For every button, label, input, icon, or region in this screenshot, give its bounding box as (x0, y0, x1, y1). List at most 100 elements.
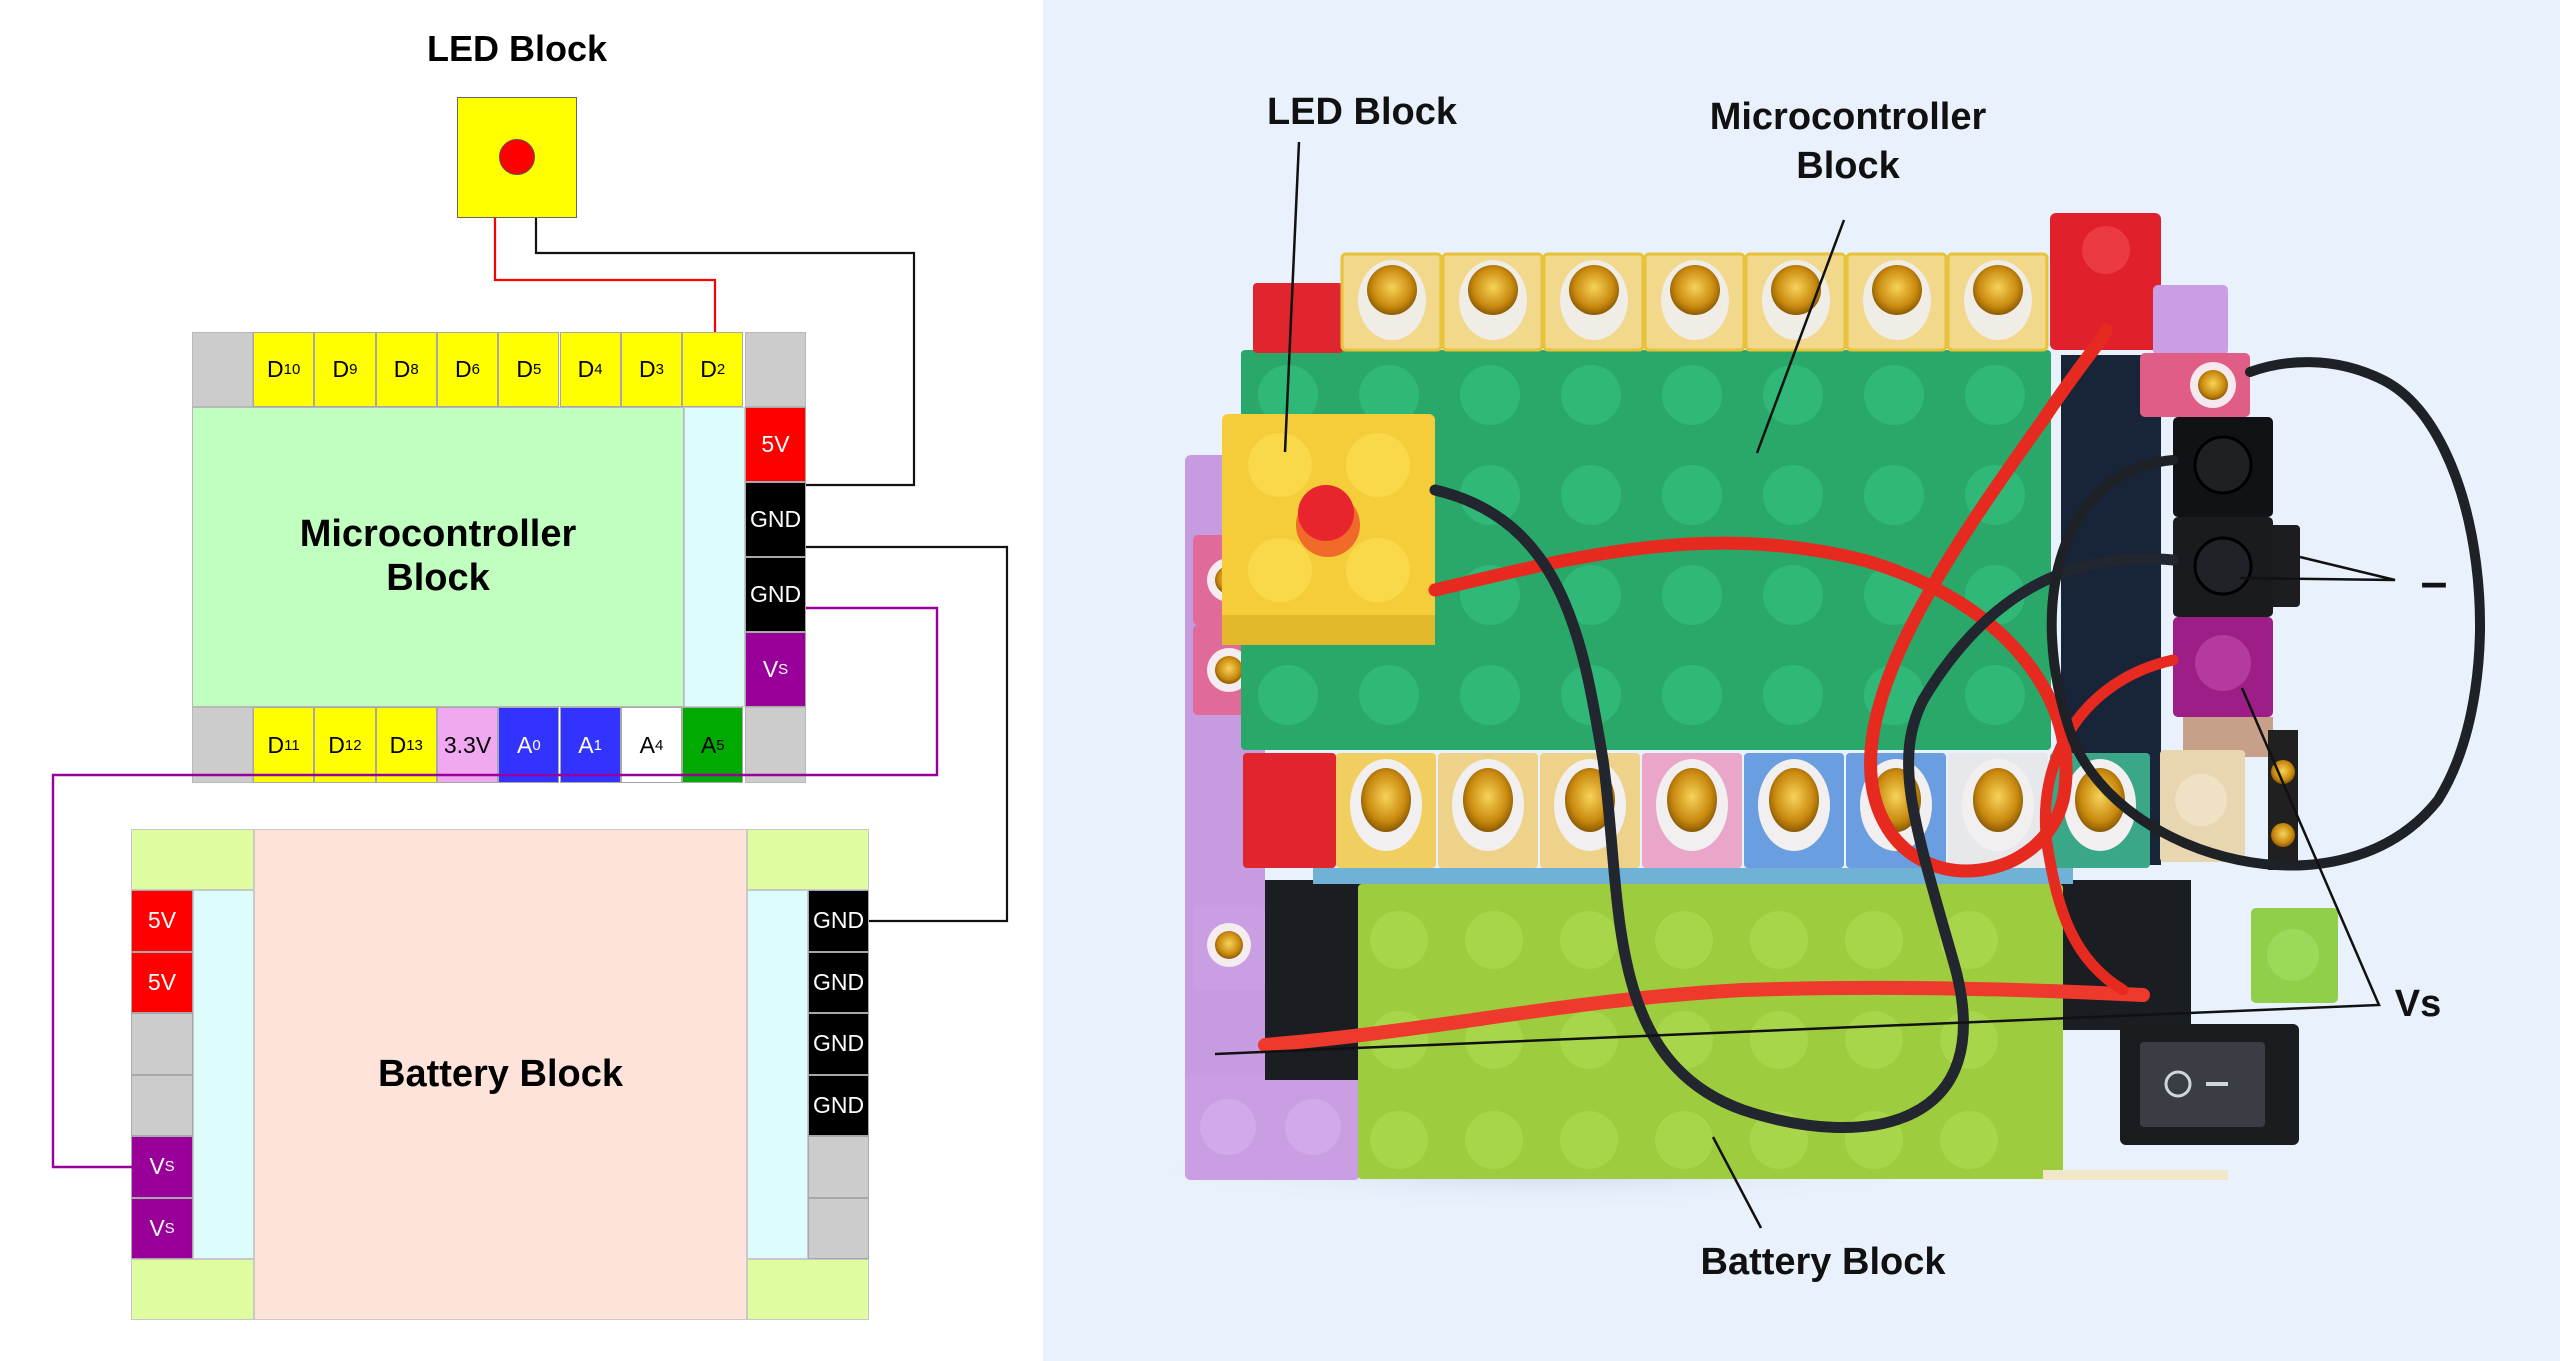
pin-subscript: 11 (284, 736, 300, 754)
vs-leader-line (1214, 687, 2381, 1056)
stud (1763, 465, 1823, 525)
stud (1864, 465, 1924, 525)
pin-empty (131, 1013, 193, 1075)
microcontroller-strip (684, 407, 745, 707)
switch-rocker[interactable] (2140, 1042, 2265, 1127)
pin-label: D (393, 356, 411, 382)
pin-gnd: GND (808, 1013, 869, 1075)
stud (1200, 1099, 1256, 1155)
pcb-edge (1313, 868, 2073, 884)
red-brick (1253, 283, 1343, 353)
pin-label: D (700, 356, 717, 382)
pin-label: A (578, 731, 594, 758)
stud (1460, 465, 1520, 525)
socket-hole (1872, 265, 1922, 315)
photo-label-led-block: LED Block (1266, 91, 1458, 133)
pin-subscript: S (164, 1219, 175, 1237)
red-wire (1258, 980, 2150, 1052)
socket-hole (1769, 768, 1819, 832)
minus-leader-line (2239, 555, 2396, 582)
pin-label: D (638, 356, 656, 382)
pin-subscript: 4 (594, 361, 603, 378)
photo-label-mcu-line2: Block (1796, 145, 1900, 188)
assembled-photo: LED Block Microcontroller Block – Vs Bat… (1043, 0, 2560, 1361)
microcontroller-title-line2: Block (386, 557, 490, 599)
pin-subscript: 13 (406, 736, 423, 754)
pin-subscript: 2 (716, 361, 726, 378)
stud (1370, 1011, 1428, 1069)
pin-subscript: 5 (716, 736, 725, 754)
switch-off-symbol (2164, 1070, 2192, 1098)
corner-cell (192, 707, 253, 783)
stud (1655, 1111, 1713, 1169)
microcontroller-title-line1: Microcontroller (299, 513, 577, 556)
stud (1465, 1111, 1523, 1169)
red-brick-top-right (2050, 213, 2161, 350)
stud (1655, 911, 1713, 969)
pin-label: D (267, 731, 285, 758)
stud (1561, 365, 1621, 425)
stud (1285, 1099, 1341, 1155)
stud (1845, 1011, 1903, 1069)
pin-empty (131, 1074, 193, 1136)
pin-label: D (266, 356, 284, 382)
stud (1750, 1011, 1808, 1069)
led-block-title: LED Block (426, 28, 608, 69)
led-to-d2-wire (493, 218, 717, 332)
pin-gnd: GND (745, 557, 806, 632)
pin-subscript: S (164, 1158, 175, 1176)
photo-label-battery-block: Battery Block (1700, 1241, 1946, 1283)
stud (1940, 1111, 1998, 1169)
corner-cell (131, 829, 254, 890)
stud (1560, 1011, 1618, 1069)
stud (1965, 365, 2025, 425)
pin-5v: 5V (131, 890, 193, 952)
pin-gnd: GND (808, 1074, 869, 1136)
pin-subscript: 0 (532, 736, 541, 754)
pin-subscript: 12 (344, 736, 362, 754)
pin-gnd: GND (745, 482, 806, 557)
stud (1359, 365, 1419, 425)
black-wire (2046, 357, 2485, 871)
stud (1864, 365, 1924, 425)
photo-label-mcu-line1: Microcontroller (1709, 96, 1987, 138)
stud (1460, 365, 1520, 425)
stud (1763, 665, 1823, 725)
pin-label: GND (812, 1091, 865, 1118)
pin-label: V (149, 1214, 165, 1241)
pin-subscript: 6 (471, 361, 481, 378)
pin-5v: 5V (131, 951, 193, 1013)
pin-subscript: 8 (410, 361, 419, 378)
corner-cell (131, 1259, 254, 1320)
stud (1359, 665, 1419, 725)
battery-leader-line (1711, 1136, 1763, 1229)
pin-label: GND (749, 581, 802, 607)
switch-on-symbol (2206, 1082, 2228, 1086)
socket-hole (1973, 768, 2023, 832)
microcontroller-body: Microcontroller Block (192, 407, 684, 707)
pin-label: V (149, 1153, 165, 1180)
battery-studs (1370, 911, 1998, 1169)
pin-5v: 5V (745, 407, 806, 482)
battery-body: Battery Block (254, 829, 747, 1320)
pin-subscript: S (778, 661, 789, 678)
pin-label: D (577, 356, 595, 382)
stud (1845, 911, 1903, 969)
stud (1561, 565, 1621, 625)
pin-label: 5V (761, 431, 790, 457)
pin-gnd: GND (808, 951, 869, 1013)
pin-label: V (762, 656, 779, 682)
